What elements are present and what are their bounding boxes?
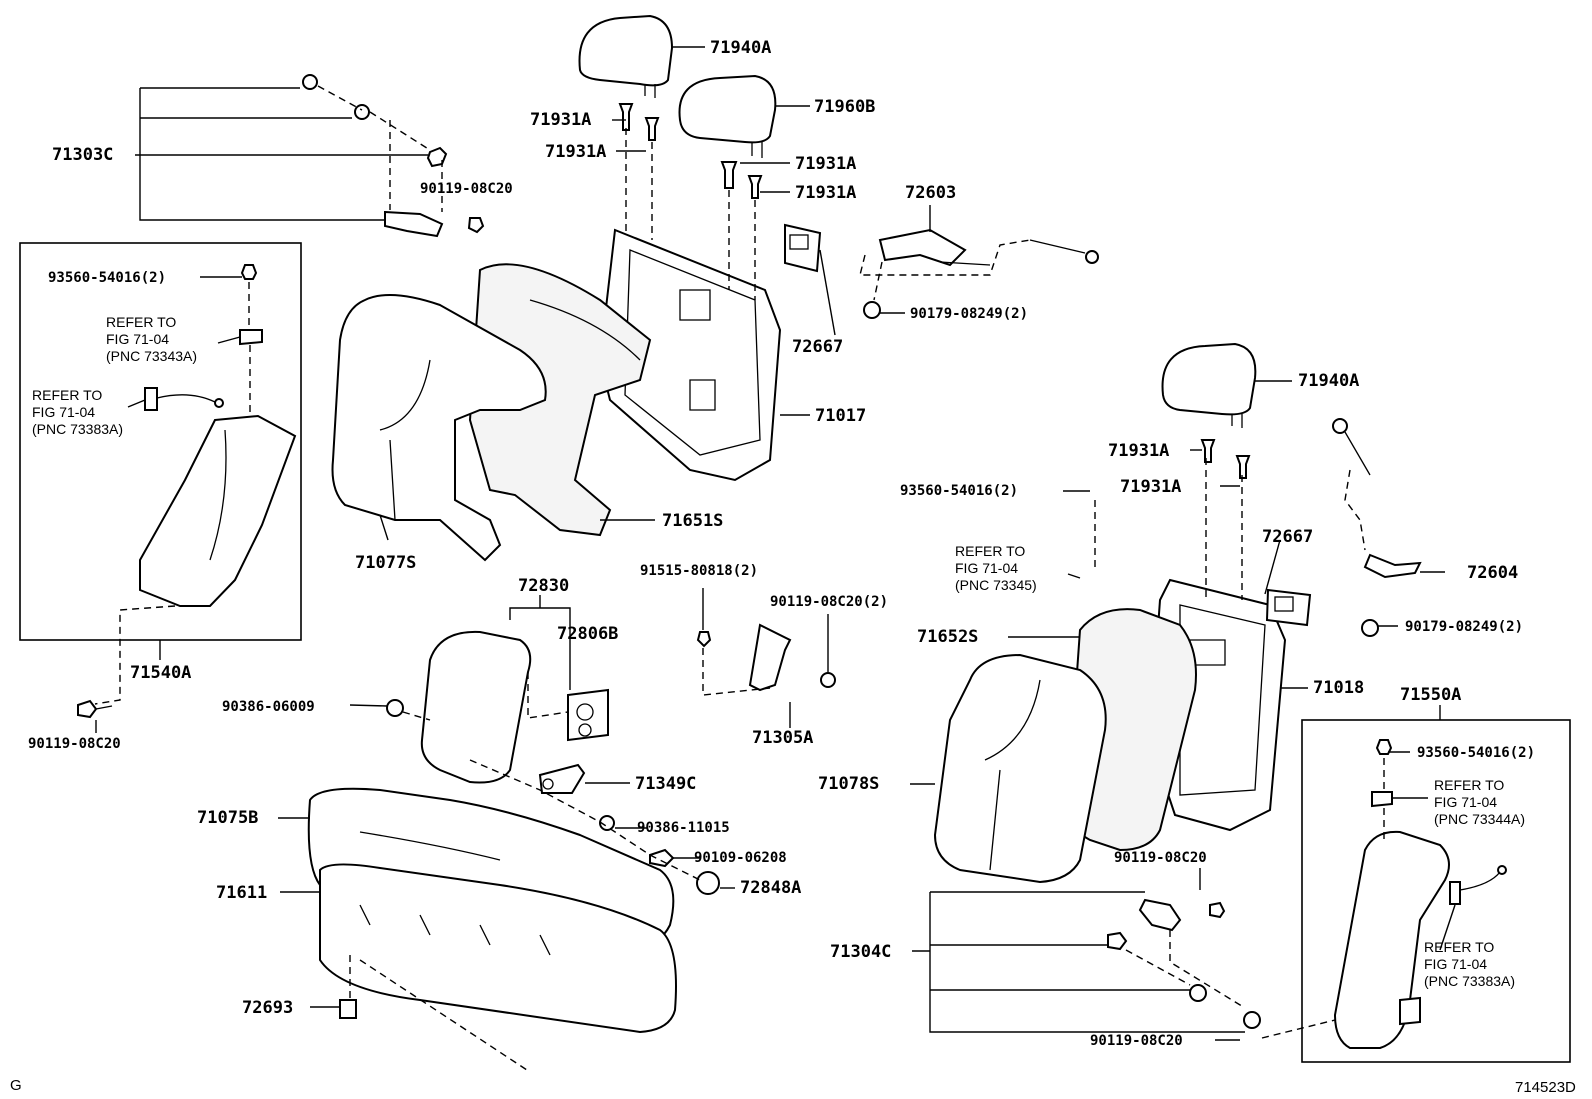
label-71931A-6: 71931A bbox=[1120, 477, 1181, 497]
label-90109-06208: 90109-06208 bbox=[694, 850, 787, 866]
label-90119-08C20-e: 90119-08C20 bbox=[1090, 1033, 1183, 1049]
label-71940A-right: 71940A bbox=[1298, 371, 1359, 391]
label-71960B: 71960B bbox=[814, 97, 875, 117]
refer-note-1: REFER TO FIG 71-04 (PNC 73343A) bbox=[106, 314, 197, 364]
part-labels: 71940A 71960B 71931A 71931A 71931A 71931… bbox=[28, 38, 1535, 1049]
label-90119-08C20-a: 90119-08C20 bbox=[420, 181, 513, 197]
lock-assembly-72604 bbox=[1332, 418, 1422, 579]
armrest-bracket-71349C bbox=[538, 763, 586, 794]
refer-note-4-line2: FIG 71-04 bbox=[1434, 794, 1497, 810]
label-93560-54016-b: 93560-54016(2) bbox=[900, 483, 1018, 499]
label-71075B: 71075B bbox=[197, 808, 258, 828]
seatback-cover-71078S bbox=[933, 653, 1107, 884]
label-71018: 71018 bbox=[1313, 678, 1364, 698]
label-71931A-3: 71931A bbox=[795, 154, 856, 174]
label-93560-54016-a: 93560-54016(2) bbox=[48, 270, 166, 286]
refer-note-4-line1: REFER TO bbox=[1434, 777, 1504, 793]
lock-assembly-72603 bbox=[878, 228, 991, 267]
label-91515-80818: 91515-80818(2) bbox=[640, 563, 758, 579]
label-90386-06009: 90386-06009 bbox=[222, 699, 315, 715]
label-93560-54016-c: 93560-54016(2) bbox=[1417, 745, 1535, 761]
label-71931A-4: 71931A bbox=[795, 183, 856, 203]
headrest-71940A-top bbox=[578, 14, 674, 98]
label-71017: 71017 bbox=[815, 406, 866, 426]
label-71931A-1: 71931A bbox=[530, 110, 591, 130]
refer-note-5-line3: (PNC 73383A) bbox=[1424, 973, 1515, 989]
label-71652S: 71652S bbox=[917, 627, 978, 647]
hinge-71303C bbox=[302, 74, 485, 238]
label-72604: 72604 bbox=[1467, 563, 1518, 583]
label-71550A: 71550A bbox=[1400, 685, 1461, 705]
label-90179-08249-a: 90179-08249(2) bbox=[910, 306, 1028, 322]
refer-note-4: REFER TO FIG 71-04 (PNC 73344A) bbox=[1434, 777, 1525, 827]
label-90119-08C20-d: 90119-08C20 bbox=[1114, 850, 1207, 866]
label-90386-11015: 90386-11015 bbox=[637, 820, 730, 836]
label-72693: 72693 bbox=[242, 998, 293, 1018]
label-71651S: 71651S bbox=[662, 511, 723, 531]
side-panel-box-right bbox=[1301, 719, 1571, 1063]
refer-note-1-line3: (PNC 73343A) bbox=[106, 348, 197, 364]
nut-90179-left bbox=[863, 301, 881, 319]
leader-lines bbox=[94, 46, 1456, 1073]
label-71304C: 71304C bbox=[830, 942, 891, 962]
headrest-71960B bbox=[678, 74, 777, 158]
corner-label-left: G bbox=[10, 1077, 22, 1094]
refer-note-1-line1: REFER TO bbox=[106, 314, 176, 330]
label-72830: 72830 bbox=[518, 576, 569, 596]
hinge-71304C bbox=[1107, 898, 1261, 1029]
label-72667-b: 72667 bbox=[1262, 527, 1313, 547]
clip-72693 bbox=[339, 999, 357, 1019]
refer-note-2-line3: (PNC 73383A) bbox=[32, 421, 123, 437]
label-71305A: 71305A bbox=[752, 728, 813, 748]
label-71931A-5: 71931A bbox=[1108, 441, 1169, 461]
refer-note-3-line1: REFER TO bbox=[955, 543, 1025, 559]
label-71611: 71611 bbox=[216, 883, 267, 903]
seat-cushion-frame-71611 bbox=[319, 863, 677, 1034]
label-72667-a: 72667 bbox=[792, 337, 843, 357]
headrest-71940A-right bbox=[1161, 342, 1257, 428]
refer-note-4-line3: (PNC 73344A) bbox=[1434, 811, 1525, 827]
label-90119-08C20-b: 90119-08C20 bbox=[28, 736, 121, 752]
bushings-and-bolts bbox=[386, 699, 720, 895]
refer-note-1-line2: FIG 71-04 bbox=[106, 331, 169, 347]
refer-note-2: REFER TO FIG 71-04 (PNC 73383A) bbox=[32, 387, 123, 437]
label-71540A: 71540A bbox=[130, 663, 191, 683]
refer-note-2-line2: FIG 71-04 bbox=[32, 404, 95, 420]
label-90119-08C20-c: 90119-08C20(2) bbox=[770, 594, 888, 610]
nut-90179-right bbox=[1361, 619, 1379, 637]
label-90179-08249-b: 90179-08249(2) bbox=[1405, 619, 1523, 635]
side-panel-71540A bbox=[139, 264, 297, 607]
label-71349C: 71349C bbox=[635, 774, 696, 794]
seatback-cover-71077S bbox=[331, 294, 547, 562]
refer-note-3: REFER TO FIG 71-04 (PNC 73345) bbox=[955, 543, 1037, 593]
refer-note-2-line1: REFER TO bbox=[32, 387, 102, 403]
refer-note-5: REFER TO FIG 71-04 (PNC 73383A) bbox=[1424, 939, 1515, 989]
label-71078S: 71078S bbox=[818, 774, 879, 794]
refer-note-5-line2: FIG 71-04 bbox=[1424, 956, 1487, 972]
armrest-72830 bbox=[420, 630, 609, 784]
seatback-pad-71651S bbox=[468, 263, 652, 537]
corner-label-right: 714523D bbox=[1515, 1079, 1576, 1096]
label-72848A: 72848A bbox=[740, 878, 801, 898]
bolt-90119-left-bottom bbox=[77, 699, 113, 719]
side-panel-71550A bbox=[1333, 739, 1507, 1049]
refer-note-3-line2: FIG 71-04 bbox=[955, 560, 1018, 576]
lock-cable-left bbox=[1029, 239, 1099, 264]
label-71303C: 71303C bbox=[52, 145, 113, 165]
hinge-71305A bbox=[696, 623, 836, 692]
refer-note-5-line1: REFER TO bbox=[1424, 939, 1494, 955]
label-71940A-top: 71940A bbox=[710, 38, 771, 58]
seatback-lock-72667 bbox=[784, 223, 822, 273]
refer-note-3-line3: (PNC 73345) bbox=[955, 577, 1037, 593]
label-71077S: 71077S bbox=[355, 553, 416, 573]
label-72603: 72603 bbox=[905, 183, 956, 203]
headrest-guide-pins bbox=[618, 103, 1251, 479]
seatback-lock-72667-right bbox=[1265, 588, 1312, 627]
label-72806B: 72806B bbox=[557, 624, 618, 644]
label-71931A-2: 71931A bbox=[545, 142, 606, 162]
